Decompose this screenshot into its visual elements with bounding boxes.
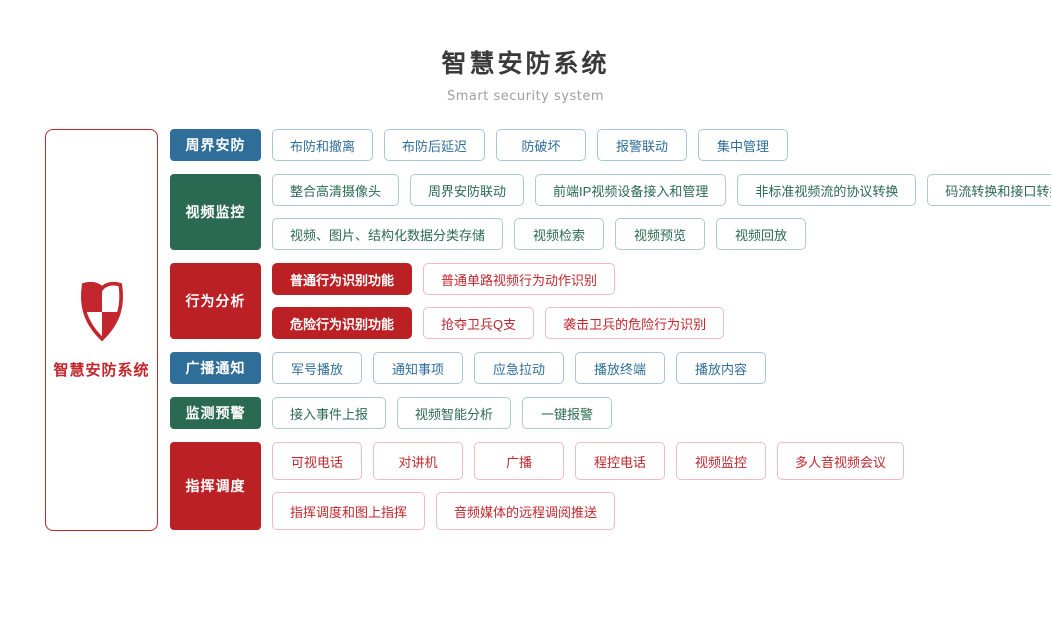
row-broadcast-notice: 广播通知 军号播放 通知事项 应急拉动 播放终端 播放内容 — [170, 352, 1051, 384]
feature-chip[interactable]: 应急拉动 — [474, 352, 564, 384]
feature-chip[interactable]: 普通单路视频行为动作识别 — [423, 263, 616, 295]
page-header: 智慧安防系统 Smart security system — [0, 0, 1051, 104]
security-system-diagram: 智慧安防系统 周界安防 布防和撤离 布防后延迟 防破坏 报警联动 集中管理 视频… — [0, 129, 1051, 531]
root-node-label: 智慧安防系统 — [53, 360, 150, 379]
feature-chip[interactable]: 视频检索 — [514, 218, 605, 250]
feature-chip[interactable]: 布防后延迟 — [384, 129, 486, 161]
row-command-dispatch: 指挥调度 可视电话 对讲机 广播 程控电话 视频监控 多人音视频会议 指挥调度和… — [170, 442, 1051, 530]
feature-chip[interactable]: 袭击卫兵的危险行为识别 — [545, 307, 725, 339]
feature-chip[interactable]: 军号播放 — [272, 352, 362, 384]
category-monitor-warning[interactable]: 监测预警 — [170, 397, 261, 429]
feature-chip[interactable]: 接入事件上报 — [272, 397, 387, 429]
feature-chip[interactable]: 多人音视频会议 — [777, 442, 905, 480]
category-perimeter-security[interactable]: 周界安防 — [170, 129, 261, 161]
feature-chip[interactable]: 视频预览 — [615, 218, 706, 250]
feature-chip[interactable]: 视频回放 — [716, 218, 807, 250]
feature-chip[interactable]: 周界安防联动 — [410, 174, 525, 206]
feature-chip[interactable]: 前端IP视频设备接入和管理 — [535, 174, 727, 206]
category-video-surveillance[interactable]: 视频监控 — [170, 174, 261, 250]
feature-chip[interactable]: 程控电话 — [575, 442, 665, 480]
shield-icon — [76, 281, 128, 347]
feature-chip[interactable]: 通知事项 — [373, 352, 463, 384]
page-subtitle: Smart security system — [447, 89, 604, 104]
feature-chip[interactable]: 整合高清摄像头 — [272, 174, 400, 206]
feature-chip[interactable]: 布防和撤离 — [272, 129, 374, 161]
feature-chip[interactable]: 集中管理 — [698, 129, 789, 161]
category-behavior-analysis[interactable]: 行为分析 — [170, 263, 261, 339]
feature-chip[interactable]: 非标准视频流的协议转换 — [737, 174, 917, 206]
feature-chip[interactable]: 播放内容 — [676, 352, 766, 384]
feature-chip[interactable]: 广播 — [474, 442, 564, 480]
feature-chip[interactable]: 危险行为识别功能 — [272, 307, 413, 339]
category-command-dispatch[interactable]: 指挥调度 — [170, 442, 261, 530]
feature-chip[interactable]: 视频、图片、结构化数据分类存储 — [272, 218, 504, 250]
feature-chip[interactable]: 视频智能分析 — [397, 397, 512, 429]
row-behavior-analysis: 行为分析 普通行为识别功能 普通单路视频行为动作识别 危险行为识别功能 抢夺卫兵… — [170, 263, 1051, 339]
row-video-surveillance: 视频监控 整合高清摄像头 周界安防联动 前端IP视频设备接入和管理 非标准视频流… — [170, 174, 1051, 250]
feature-chip[interactable]: 音频媒体的远程调阅推送 — [436, 492, 616, 530]
feature-chip[interactable]: 视频监控 — [676, 442, 766, 480]
category-rows: 周界安防 布防和撤离 布防后延迟 防破坏 报警联动 集中管理 视频监控 整合高清… — [170, 129, 1051, 530]
feature-chip[interactable]: 对讲机 — [373, 442, 463, 480]
root-node: 智慧安防系统 — [45, 129, 158, 531]
feature-chip[interactable]: 播放终端 — [575, 352, 665, 384]
page-title: 智慧安防系统 — [441, 49, 610, 78]
feature-chip[interactable]: 普通行为识别功能 — [272, 263, 413, 295]
category-broadcast-notice[interactable]: 广播通知 — [170, 352, 261, 384]
feature-chip[interactable]: 码流转换和接口转换 — [927, 174, 1051, 206]
feature-chip[interactable]: 一键报警 — [522, 397, 613, 429]
feature-chip[interactable]: 抢夺卫兵Q支 — [423, 307, 535, 339]
feature-chip[interactable]: 指挥调度和图上指挥 — [272, 492, 426, 530]
feature-chip[interactable]: 防破坏 — [496, 129, 587, 161]
row-perimeter-security: 周界安防 布防和撤离 布防后延迟 防破坏 报警联动 集中管理 — [170, 129, 1051, 161]
feature-chip[interactable]: 报警联动 — [597, 129, 688, 161]
row-monitor-warning: 监测预警 接入事件上报 视频智能分析 一键报警 — [170, 397, 1051, 429]
feature-chip[interactable]: 可视电话 — [272, 442, 362, 480]
